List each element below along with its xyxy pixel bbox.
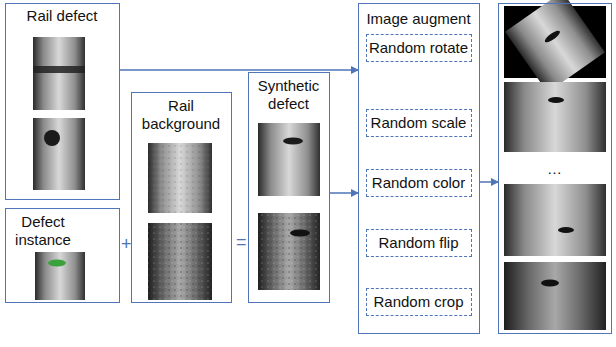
operator-sign: =	[236, 232, 247, 253]
panel-box: Rail defect	[5, 3, 120, 200]
operation-box: Random scale	[366, 109, 472, 137]
box-label: Rail background	[132, 97, 230, 133]
operator-sign: +	[121, 234, 132, 255]
box-label: Random rotate	[367, 39, 470, 57]
operation-box: Random flip	[366, 229, 472, 257]
panel-box: Synthetic defect	[248, 72, 330, 303]
box-label: Random color	[367, 174, 470, 192]
box-label: …	[499, 160, 610, 178]
panel-box: …	[498, 3, 612, 334]
panel-box: Defect instance	[5, 208, 120, 303]
box-label: Random crop	[367, 293, 470, 311]
flow-arrow	[480, 181, 498, 183]
flow-arrow	[120, 69, 358, 71]
box-label: Defect instance	[8, 213, 78, 249]
box-label: Synthetic defect	[249, 77, 328, 113]
box-label: Random flip	[367, 234, 470, 252]
box-label: Image augment	[359, 10, 478, 28]
panel-box: Rail background	[131, 92, 232, 303]
box-label: Random scale	[367, 114, 470, 132]
operation-box: Random color	[366, 169, 472, 197]
operation-box: Random rotate	[366, 34, 472, 62]
operation-box: Random crop	[366, 288, 472, 316]
panel-box: Image augmentRandom rotateRandom scaleRa…	[358, 3, 480, 334]
box-label: Rail defect	[6, 7, 118, 25]
flow-arrow	[330, 192, 358, 194]
